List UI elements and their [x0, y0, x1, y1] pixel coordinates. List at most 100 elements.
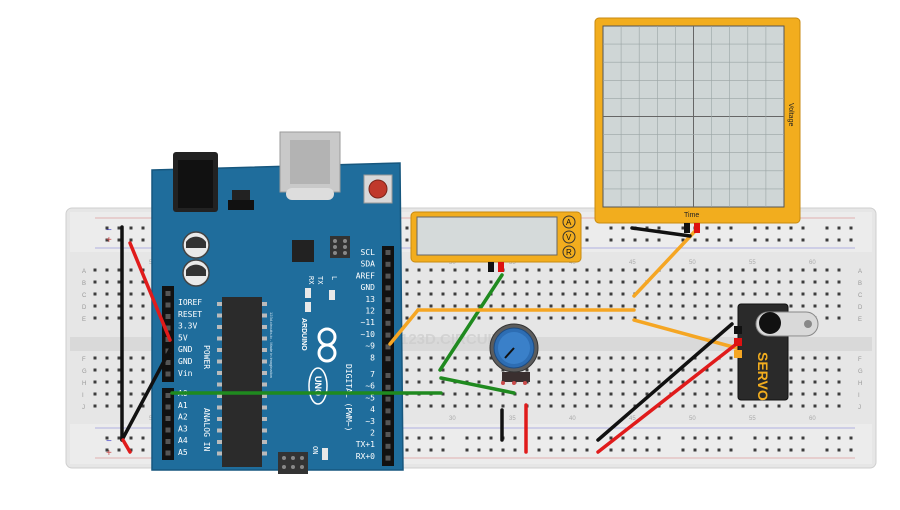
- chip-pin: [217, 336, 222, 341]
- row-letter: J: [82, 405, 85, 411]
- header-pin[interactable]: [385, 432, 391, 437]
- multimeter-mode-v-label: V: [566, 233, 572, 242]
- row-letter: C: [858, 293, 863, 299]
- column-number: 50: [689, 416, 696, 422]
- chip-pin: [262, 394, 267, 398]
- analog-pin-label: A2: [178, 413, 188, 422]
- digital-pin-label: 13: [365, 295, 375, 304]
- multimeter-mode-a[interactable]: [562, 215, 576, 229]
- oscilloscope-y-label: Voltage: [787, 103, 794, 126]
- chip-pin: [262, 359, 267, 364]
- wire-red-servo: [596, 336, 746, 454]
- header-pin[interactable]: [165, 450, 171, 456]
- digital-pin-label: ~6: [365, 382, 375, 391]
- atmega-chip: [222, 297, 262, 467]
- potentiometer-knob-marker: [504, 347, 515, 359]
- l-led-label: L: [330, 276, 338, 280]
- multimeter-mode-r[interactable]: [562, 245, 576, 259]
- servo-motor[interactable]: SERVO: [734, 303, 819, 401]
- rail-plus-top: +: [106, 235, 112, 246]
- watermark: 123D.CIRCUITS: [400, 331, 511, 348]
- header-pin[interactable]: [385, 455, 391, 461]
- chip-pin: [217, 313, 222, 318]
- power-section-label: POWER: [202, 345, 211, 369]
- chip-pin: [262, 440, 267, 444]
- digital-header-high[interactable]: [382, 246, 394, 370]
- power-pin-label: GND: [178, 357, 193, 366]
- header-pin[interactable]: [385, 261, 391, 267]
- header-pin[interactable]: [385, 420, 391, 426]
- chip-pin: [217, 428, 222, 433]
- column-number: 50: [689, 260, 696, 266]
- multimeter-mode-v[interactable]: [562, 230, 576, 244]
- wire-orange-pin9: [388, 308, 420, 346]
- header-pin[interactable]: [385, 356, 391, 362]
- column-number: 35: [509, 416, 516, 422]
- power-pin-label: GND: [178, 345, 193, 354]
- header-pin[interactable]: [385, 443, 391, 449]
- header-pin[interactable]: [165, 393, 171, 398]
- column-number: 60: [809, 260, 816, 266]
- tx-label: TX: [316, 276, 324, 285]
- rail-minus-top: −: [106, 225, 112, 236]
- row-letter: G: [82, 369, 87, 375]
- header-pin[interactable]: [385, 396, 391, 402]
- column-number: 60: [809, 416, 816, 422]
- chip-pin: [262, 382, 267, 387]
- potentiometer[interactable]: [489, 323, 539, 385]
- header-pin[interactable]: [165, 325, 171, 331]
- row-letter: I: [858, 393, 860, 399]
- chip-pin: [217, 325, 222, 329]
- header-pin[interactable]: [385, 297, 391, 303]
- multimeter[interactable]: A V R: [410, 211, 582, 272]
- row-letter: F: [82, 357, 86, 363]
- analog-pin-label: A5: [178, 448, 188, 457]
- header-pin[interactable]: [165, 371, 171, 377]
- wire-orange-scope: [632, 226, 700, 298]
- header-pin[interactable]: [165, 291, 171, 296]
- wire-green-meter: [438, 273, 504, 372]
- arduino-logo: [317, 327, 337, 363]
- digital-section-label: DIGITAL (PWM~): [344, 364, 353, 431]
- header-pin[interactable]: [165, 314, 171, 319]
- chip-pin: [262, 405, 267, 410]
- oscilloscope[interactable]: Time Voltage: [594, 17, 801, 233]
- row-letter: G: [858, 369, 863, 375]
- wire-green-pot: [439, 376, 516, 395]
- analog-header[interactable]: [162, 388, 174, 460]
- digital-header-low[interactable]: [382, 370, 394, 466]
- header-pin[interactable]: [385, 309, 391, 314]
- header-pin[interactable]: [385, 285, 391, 291]
- wire-red-5v: [121, 438, 132, 454]
- header-pin[interactable]: [385, 373, 391, 378]
- header-pin[interactable]: [385, 273, 391, 279]
- row-letter: I: [82, 393, 84, 399]
- digital-pin-label: ~3: [365, 417, 375, 426]
- wires[interactable]: [120, 225, 746, 454]
- arduino-brand-label: ARDUINO: [300, 318, 307, 351]
- header-pin[interactable]: [385, 408, 391, 414]
- header-pin[interactable]: [165, 427, 171, 433]
- row-letter: B: [82, 281, 86, 287]
- header-pin[interactable]: [385, 250, 391, 255]
- header-pin[interactable]: [165, 439, 171, 444]
- header-pin[interactable]: [165, 416, 171, 421]
- header-pin[interactable]: [165, 404, 171, 410]
- header-pin[interactable]: [385, 332, 391, 338]
- wire-red-rail: [128, 241, 172, 342]
- header-pin[interactable]: [385, 344, 391, 350]
- oscilloscope-grid: [603, 26, 784, 207]
- servo-horn[interactable]: [755, 311, 819, 337]
- digital-pin-label: AREF: [356, 271, 375, 280]
- header-pin[interactable]: [385, 320, 391, 326]
- column-number: 5: [149, 416, 153, 422]
- digital-pin-label: ~9: [365, 342, 375, 351]
- analog-pin-label: A4: [178, 436, 188, 445]
- header-pin[interactable]: [165, 302, 171, 308]
- header-pin[interactable]: [385, 384, 391, 390]
- power-pin-label: RESET: [178, 310, 202, 319]
- chip-pin: [262, 302, 267, 306]
- rx-label: RX: [307, 276, 315, 285]
- header-pin[interactable]: [165, 360, 171, 365]
